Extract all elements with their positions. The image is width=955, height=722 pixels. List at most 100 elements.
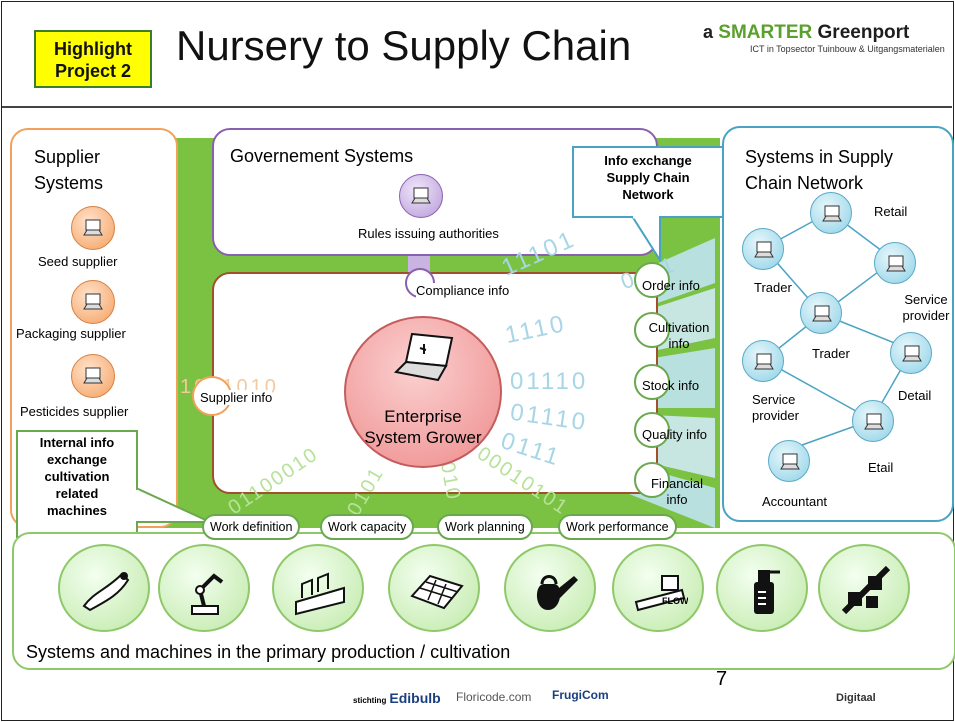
highlight-badge: Highlight Project 2 [34, 30, 152, 88]
supplier-info-label[interactable]: Supplier info [200, 390, 273, 405]
trader-label-1: Trader [754, 280, 792, 295]
order-info-label[interactable]: Order info [642, 278, 700, 293]
machines-caption: Systems and machines in the primary prod… [26, 642, 511, 662]
watering-can-icon [536, 575, 578, 610]
caterpillar-icon [82, 572, 130, 612]
retail-node[interactable] [810, 192, 852, 234]
detail-node[interactable] [890, 332, 932, 374]
rules-authorities-label: Rules issuing authorities [358, 226, 499, 241]
quality-info-circle [634, 412, 670, 448]
service-provider-node-1[interactable] [874, 242, 916, 284]
highlight-line1: Highlight [54, 39, 132, 59]
laptop-icon [822, 205, 842, 222]
internal-callout-pointer [136, 488, 211, 523]
supplier-title-line1: Supplier [34, 147, 101, 167]
financial-info-label[interactable]: Financial info [650, 476, 704, 507]
packaging-supplier-label: Packaging supplier [16, 326, 126, 341]
caterpillar-machine[interactable] [58, 544, 150, 632]
page-number: 7 [716, 668, 728, 690]
etail-label: Etail [868, 460, 894, 475]
laptop-icon [864, 413, 884, 430]
callout-int-line4: related [55, 486, 99, 501]
laptop-icon [812, 305, 832, 322]
seed-supplier-node[interactable] [71, 206, 115, 250]
laptop-icon [411, 187, 431, 204]
retail-label: Retail [874, 204, 908, 219]
frugicom-logo: FrugiCom [552, 688, 609, 702]
work-definition-pill[interactable]: Work definition [202, 514, 301, 540]
edibulb-logo: stichting Edibulb [353, 690, 441, 706]
laptop-icon [83, 293, 103, 310]
digitaal-logo: Digitaal [836, 692, 876, 704]
accountant-node[interactable] [768, 440, 810, 482]
enterprise-system-node[interactable]: Enterprise System Grower [344, 316, 502, 468]
greenhouse-icon [410, 574, 464, 610]
trader-label-2: Trader [812, 346, 850, 361]
cultivation-info-circle [634, 312, 670, 348]
brand-subtitle: ICT in Topsector Tuinbouw & Uitgangsmate… [750, 44, 945, 54]
work-performance-pill[interactable]: Work performance [558, 514, 677, 540]
callout-sc-line1: Info exchange [604, 153, 692, 168]
supply-chain-callout: Info exchange Supply Chain Network [572, 146, 724, 218]
packaging-supplier-node[interactable] [71, 280, 115, 324]
header-divider [2, 106, 952, 108]
highlight-line2: Project 2 [54, 61, 132, 81]
laptop-icon [902, 345, 922, 362]
detail-label: Detail [898, 388, 932, 403]
work-capacity-pill[interactable]: Work capacity [320, 514, 415, 540]
flow-machine[interactable]: FLOW [612, 544, 704, 632]
spray-bottle-icon [754, 570, 780, 614]
callout-sc-line3: Network [622, 187, 674, 202]
compliance-info-label[interactable]: Compliance info [416, 283, 510, 298]
stock-info-label[interactable]: Stock info [642, 378, 700, 393]
cultivation-info-label[interactable]: Cultivation info [648, 320, 710, 351]
trader-node-1[interactable] [742, 228, 784, 270]
watering-machine[interactable] [504, 544, 596, 632]
quality-info-label[interactable]: Quality info [642, 427, 708, 442]
floricode-logo: Floricode.com [456, 690, 532, 704]
seed-supplier-label: Seed supplier [38, 254, 118, 269]
callout-int-line5: machines [47, 503, 107, 518]
callout-sc-line2: Supply Chain [606, 170, 690, 185]
brand-greenport: Greenport [817, 22, 910, 43]
supplier-info-circle [192, 376, 232, 416]
spray-machine[interactable] [716, 544, 808, 632]
service-provider-node-2[interactable] [742, 340, 784, 382]
government-systems-title: Governement Systems [230, 146, 414, 166]
supply-chain-title-line1: Systems in Supply [745, 147, 894, 167]
laptop-icon [780, 453, 800, 470]
factory-machine[interactable] [272, 544, 364, 632]
enterprise-line2: System Grower [364, 428, 482, 447]
page-title: Nursery to Supply Chain [176, 22, 632, 69]
brand-a: a [703, 22, 714, 42]
supplier-title-line2: Systems [34, 173, 104, 193]
service-provider-label-2: Service provider [752, 392, 799, 423]
laptop-icon [886, 255, 906, 272]
work-planning-pill[interactable]: Work planning [437, 514, 533, 540]
greenhouse-machine[interactable] [388, 544, 480, 632]
stock-info-circle [634, 364, 670, 400]
financial-info-circle [634, 462, 670, 498]
etail-node[interactable] [852, 400, 894, 442]
laptop-icon [754, 353, 774, 370]
pesticides-supplier-node[interactable] [71, 354, 115, 398]
supplier-systems-title: Supplier Systems [34, 144, 103, 196]
robot-arm-machine[interactable] [158, 544, 250, 632]
rules-authorities-node[interactable] [399, 174, 443, 218]
laptop-icon [83, 219, 103, 236]
pesticides-supplier-label: Pesticides supplier [20, 404, 129, 419]
brand-logo: a SMARTER Greenport [703, 22, 909, 44]
trader-node-2[interactable] [800, 292, 842, 334]
callout-int-line2: exchange [47, 452, 107, 467]
boxes-machine[interactable] [818, 544, 910, 632]
edibulb-text: Edibulb [389, 690, 441, 706]
boxes-icon [841, 565, 891, 615]
accountant-label: Accountant [762, 494, 828, 509]
binary-right-c: 01110 [510, 368, 589, 395]
factory-icon [295, 572, 345, 616]
edibulb-small: stichting [353, 696, 387, 705]
callout-int-line3: cultivation [44, 469, 110, 484]
enterprise-line1: Enterprise [384, 407, 462, 426]
svg-text:FLOW: FLOW [662, 596, 688, 606]
enterprise-label: Enterprise System Grower [346, 406, 500, 448]
